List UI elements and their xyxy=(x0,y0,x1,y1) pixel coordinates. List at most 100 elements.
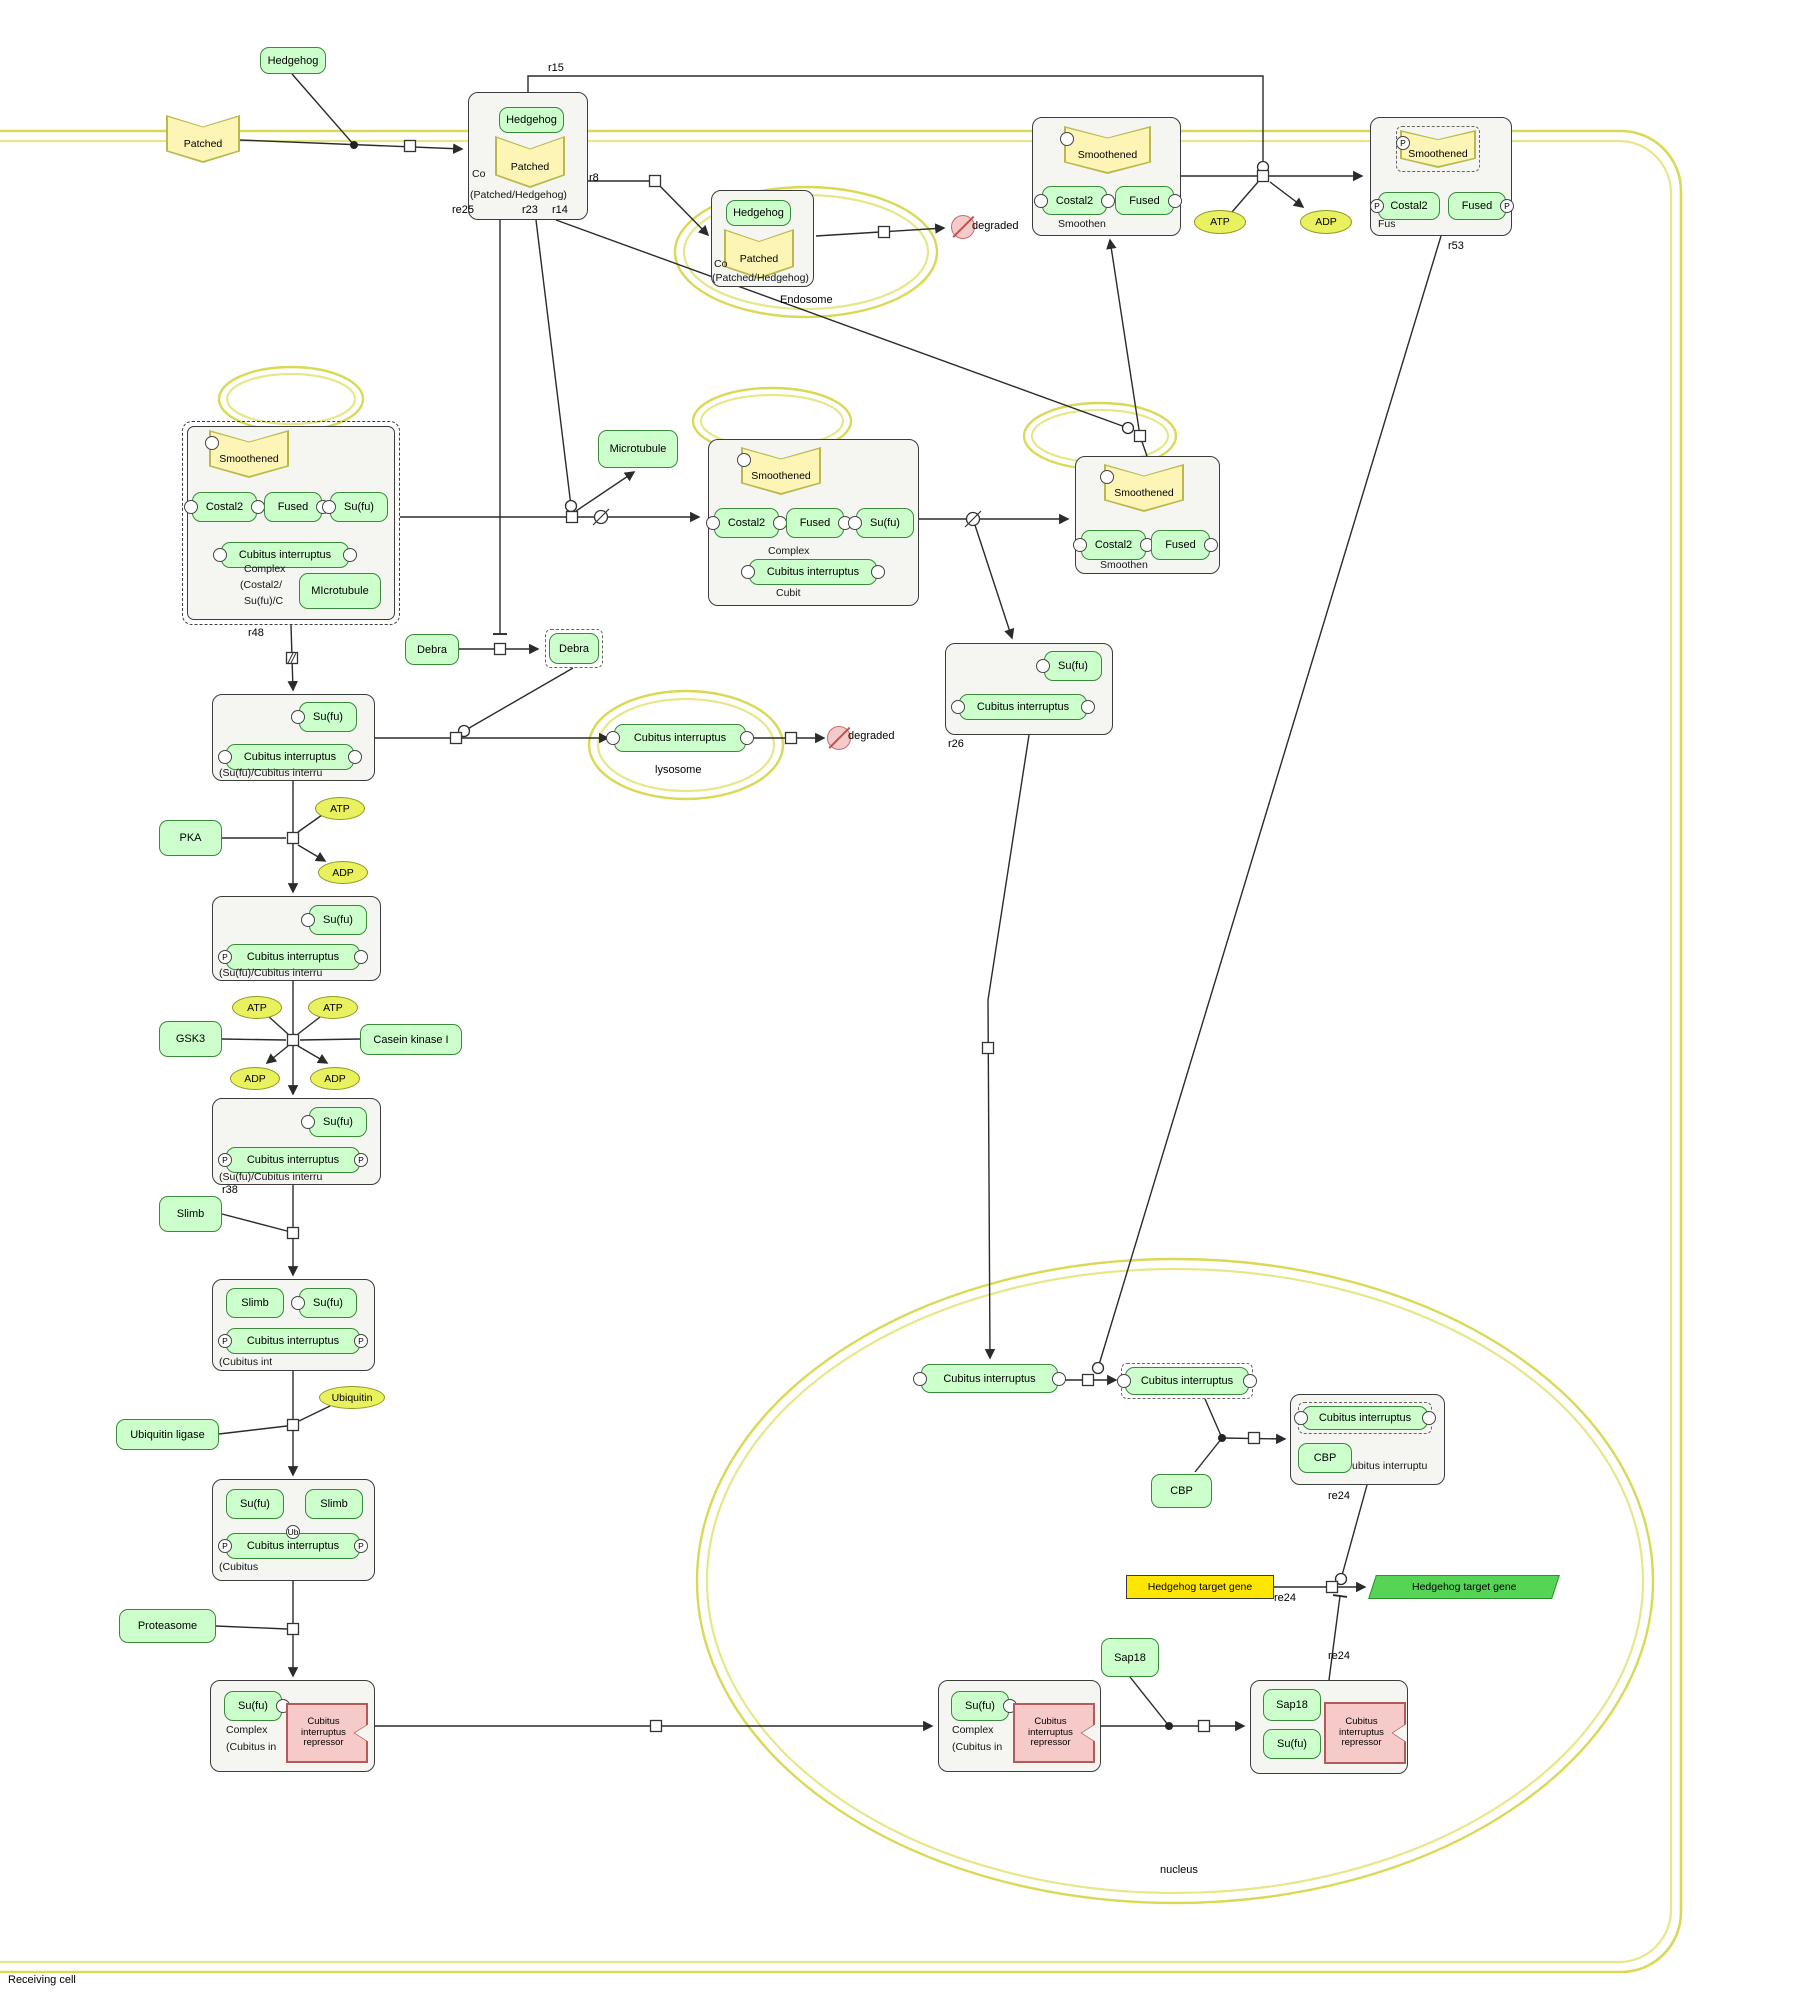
ci-lysosome[interactable]: Cubitus interruptus xyxy=(606,724,754,752)
sufu-c16[interactable]: Su(fu) xyxy=(1263,1729,1321,1759)
microtubule[interactable]: Microtubule xyxy=(598,430,678,468)
ci-c9[interactable]: Cubitus interruptus xyxy=(218,744,362,770)
process-node[interactable] xyxy=(286,1418,300,1432)
fused-c3[interactable]: Fused xyxy=(1115,186,1182,215)
ci-c17[interactable]: Cubitus interruptus xyxy=(1294,1402,1436,1434)
costal2-c5[interactable]: Costal2 xyxy=(184,492,265,522)
process-node[interactable] xyxy=(1325,1580,1339,1594)
sufu-c10[interactable]: Su(fu) xyxy=(301,905,367,935)
hedgehog-c1[interactable]: Hedgehog xyxy=(499,107,564,133)
process-node[interactable] xyxy=(286,831,300,845)
pka[interactable]: PKA xyxy=(159,820,222,856)
complex-smoothened-membrane[interactable] xyxy=(1032,117,1181,236)
ci-repressor-c14[interactable]: Cubitus interruptus repressor xyxy=(286,1703,368,1763)
hedgehog-target-gene[interactable]: Hedgehog target gene xyxy=(1126,1575,1274,1599)
process-node[interactable] xyxy=(877,225,891,239)
atp-ck1[interactable]: ATP xyxy=(308,996,358,1019)
hedgehog-c2[interactable]: Hedgehog xyxy=(726,200,791,226)
adp-pka[interactable]: ADP xyxy=(318,861,368,884)
hedgehog-target-rna[interactable]: Hedgehog target gene xyxy=(1368,1575,1560,1599)
costal2-c3[interactable]: Costal2 xyxy=(1034,186,1115,215)
adp-gsk3[interactable]: ADP xyxy=(230,1067,280,1090)
slimb-c12[interactable]: Slimb xyxy=(226,1288,284,1318)
gsk3[interactable]: GSK3 xyxy=(159,1021,222,1057)
sufu-c9[interactable]: Su(fu) xyxy=(291,702,357,732)
process-node[interactable] xyxy=(1197,1719,1211,1733)
debra-active[interactable]: Debra xyxy=(545,629,603,668)
slimb[interactable]: Slimb xyxy=(159,1196,222,1232)
process-node[interactable] xyxy=(449,731,463,745)
ubiquitin-ligase[interactable]: Ubiquitin ligase xyxy=(116,1419,219,1450)
degraded-endosome[interactable] xyxy=(951,215,975,239)
ubiquitin[interactable]: Ubiquitin xyxy=(319,1386,385,1409)
adp-membrane[interactable]: ADP xyxy=(1300,210,1352,234)
fused-c7[interactable]: Fused xyxy=(1151,530,1218,560)
costal2-c7[interactable]: Costal2 xyxy=(1073,530,1154,560)
casein-kinase-i[interactable]: Casein kinase I xyxy=(360,1024,462,1055)
atp-pka[interactable]: ATP xyxy=(315,797,365,820)
ci-c8[interactable]: Cubitus interruptus xyxy=(951,694,1095,720)
ci-repressor-c15[interactable]: Cubitus interruptus repressor xyxy=(1013,1703,1095,1763)
ci-active[interactable]: Cubitus interruptus xyxy=(913,1364,1066,1393)
hedgehog-ligand[interactable]: Hedgehog xyxy=(260,47,326,74)
process-node[interactable] xyxy=(648,174,662,188)
patched-c2[interactable]: Patched xyxy=(724,229,794,279)
process-node[interactable] xyxy=(784,731,798,745)
fused-c6[interactable]: Fused xyxy=(786,508,852,538)
smoothened-c5[interactable]: Smoothened xyxy=(205,430,289,478)
process-node[interactable] xyxy=(1081,1373,1095,1387)
smoothened-c6[interactable]: Smoothened xyxy=(737,447,821,495)
ci-active-nuclear[interactable]: Cubitus interruptus xyxy=(1117,1363,1257,1399)
atp-membrane[interactable]: ATP xyxy=(1194,210,1246,234)
process-node[interactable] xyxy=(565,510,579,524)
process-node[interactable] xyxy=(403,139,417,153)
sufu-c14[interactable]: Su(fu) xyxy=(224,1691,290,1721)
ci-repressor-c14-label: Cubitus interruptus repressor xyxy=(301,1715,346,1749)
costal2-c6[interactable]: Costal2 xyxy=(706,508,787,538)
ci-c6[interactable]: Cubitus interruptus xyxy=(741,559,885,585)
sufu-c12[interactable]: Su(fu) xyxy=(291,1288,357,1318)
process-node[interactable] xyxy=(1247,1431,1261,1445)
sufu-c15[interactable]: Su(fu) xyxy=(951,1691,1017,1721)
fused-c6-label: Fused xyxy=(799,517,831,529)
process-node[interactable] xyxy=(1133,429,1147,443)
atp-gsk3[interactable]: ATP xyxy=(232,996,282,1019)
cbp[interactable]: CBP xyxy=(1151,1474,1212,1508)
process-node[interactable] xyxy=(285,651,299,665)
sap18[interactable]: Sap18 xyxy=(1101,1638,1159,1677)
process-node[interactable] xyxy=(286,1033,300,1047)
adp-ck1[interactable]: ADP xyxy=(310,1067,360,1090)
process-node[interactable] xyxy=(286,1226,300,1240)
process-node[interactable] xyxy=(981,1041,995,1055)
sufu-c5[interactable]: Su(fu) xyxy=(322,492,388,522)
process-node[interactable] xyxy=(649,1719,663,1733)
slimb-c13[interactable]: Slimb xyxy=(305,1489,363,1519)
smoothened-c7[interactable]: Smoothened xyxy=(1100,464,1184,512)
ci-repressor-c16[interactable]: Cubitus interruptus repressor xyxy=(1324,1702,1406,1764)
fused-c5[interactable]: Fused xyxy=(264,492,330,522)
debra[interactable]: Debra xyxy=(405,634,459,665)
sufu-c13[interactable]: Su(fu) xyxy=(226,1489,284,1519)
patched-receptor[interactable]: Patched xyxy=(166,115,240,163)
sufu-c6[interactable]: Su(fu) xyxy=(848,508,914,538)
process-node[interactable] xyxy=(493,642,507,656)
microtubule-c5[interactable]: MIcrotubule xyxy=(299,573,381,609)
process-node[interactable] xyxy=(286,1622,300,1636)
patched-c1[interactable]: Patched xyxy=(495,136,565,188)
cbp-c17[interactable]: CBP xyxy=(1298,1443,1352,1473)
ci-c5[interactable]: Cubitus interruptus xyxy=(213,542,357,568)
proteasome[interactable]: Proteasome xyxy=(119,1609,216,1643)
smoothened-c3[interactable]: Smoothened xyxy=(1060,126,1151,174)
process-node[interactable] xyxy=(1256,169,1270,183)
degraded-lysosome[interactable] xyxy=(827,726,851,750)
sufu-c8[interactable]: Su(fu) xyxy=(1036,651,1102,681)
sap18-c16[interactable]: Sap18 xyxy=(1263,1689,1321,1721)
sufu-c11[interactable]: Su(fu) xyxy=(301,1107,367,1137)
